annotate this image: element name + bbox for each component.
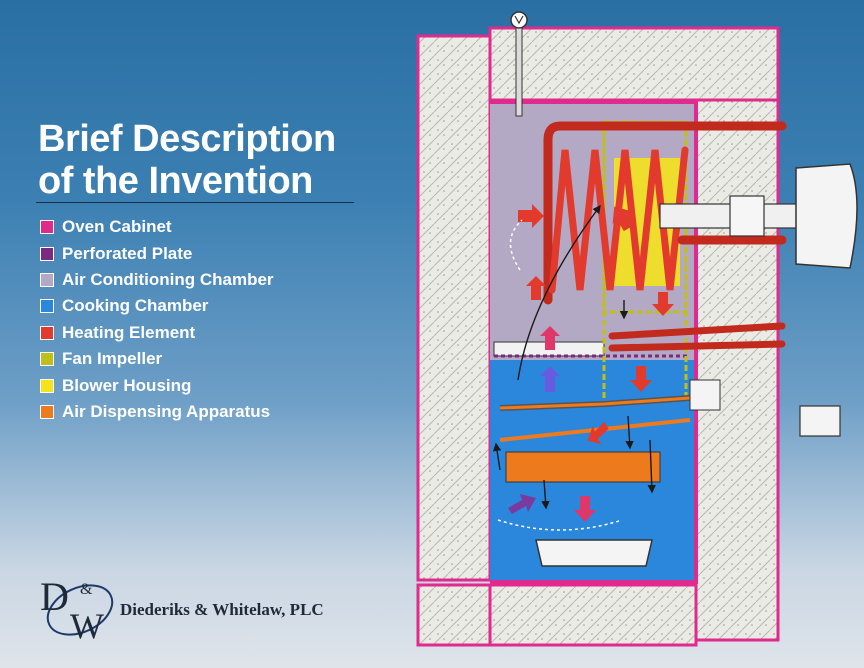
title-line-2: of the Invention [38, 160, 313, 202]
legend-label: Cooking Chamber [62, 296, 209, 316]
legend-swatch [40, 325, 54, 340]
oven-cabinet [416, 26, 780, 647]
legend-label: Air Dispensing Apparatus [62, 401, 271, 421]
page-title: Brief Description of the Invention [38, 118, 336, 202]
title-line-1: Brief Description [38, 118, 336, 160]
cooking-dish [535, 539, 653, 567]
legend-label: Air Conditioning Chamber [62, 269, 274, 289]
firm-logo: D & W [40, 574, 114, 644]
legend-item-blower-housing: Blower Housing [40, 372, 274, 398]
legend-item-heating-element: Heating Element [40, 320, 274, 346]
thermometer-probe [510, 11, 528, 117]
firm-name: Diederiks & Whitelaw, PLC [120, 600, 324, 619]
legend-label: Perforated Plate [62, 243, 193, 263]
legend-item-cooking-chamber: Cooking Chamber [40, 293, 274, 319]
legend: Oven Cabinet Perforated Plate Air Condit… [40, 214, 274, 425]
legend-item-fan-impeller: Fan Impeller [40, 346, 274, 372]
svg-text:W: W [70, 606, 104, 644]
legend-swatch [40, 272, 54, 287]
air-dispensing-apparatus [499, 379, 841, 483]
legend-swatch [40, 220, 54, 235]
legend-item-air-conditioning-chamber: Air Conditioning Chamber [40, 267, 274, 293]
svg-text:&: & [80, 581, 93, 598]
legend-swatch [40, 299, 54, 314]
legend-label: Fan Impeller [62, 349, 163, 369]
motor [659, 163, 858, 269]
title-divider [36, 202, 354, 203]
legend-item-perforated-plate: Perforated Plate [40, 240, 274, 266]
legend-swatch [40, 246, 54, 261]
legend-label: Blower Housing [62, 375, 192, 395]
legend-item-oven-cabinet: Oven Cabinet [40, 214, 274, 240]
legend-swatch [40, 404, 54, 419]
legend-swatch [40, 378, 54, 393]
airflow-arrows [508, 204, 674, 522]
legend-item-air-dispensing-apparatus: Air Dispensing Apparatus [40, 399, 274, 425]
legend-label: Heating Element [62, 322, 196, 342]
svg-text:D: D [40, 574, 69, 619]
legend-label: Oven Cabinet [62, 217, 172, 237]
legend-swatch [40, 352, 54, 367]
